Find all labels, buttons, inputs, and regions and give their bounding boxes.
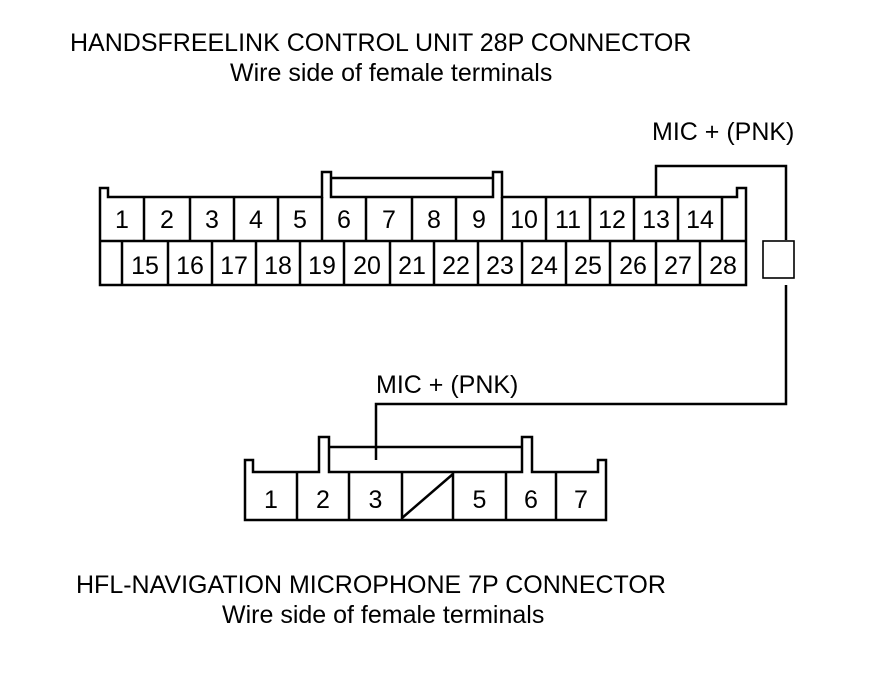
pin-label: 2 [316, 486, 330, 514]
pin-label: 27 [664, 252, 692, 280]
pin-label: 6 [337, 206, 351, 234]
pin-label: 3 [369, 486, 383, 514]
pin-label: 1 [115, 206, 129, 234]
pin-label: 2 [160, 206, 174, 234]
pin-label: 25 [574, 252, 602, 280]
pin-label: 11 [555, 206, 581, 234]
pin-label: 15 [131, 252, 159, 280]
pin-label: 10 [510, 206, 538, 234]
top-connector-title: HANDSFREELINK CONTROL UNIT 28P CONNECTOR [70, 29, 692, 57]
7p-pin-labels: 1 2 3 5 6 7 [264, 486, 588, 514]
pin-label: 26 [619, 252, 647, 280]
7p-dividers [295, 472, 558, 520]
pin-label: 20 [353, 252, 381, 280]
pin-label: 9 [472, 206, 486, 234]
top-connector-subtitle: Wire side of female terminals [230, 59, 553, 87]
pin-label: 5 [473, 486, 487, 514]
pin-label: 4 [249, 206, 263, 234]
pin-label: 8 [427, 206, 441, 234]
pin-label: 23 [486, 252, 514, 280]
pin-label: 12 [598, 206, 626, 234]
bottom-connector-title: HFL-NAVIGATION MICROPHONE 7P CONNECTOR [76, 571, 666, 599]
pin-label: 13 [642, 206, 670, 234]
pin-label: 28 [709, 252, 737, 280]
pin-label: 22 [442, 252, 470, 280]
pin-label: 19 [308, 252, 336, 280]
pin-label: 1 [264, 486, 278, 514]
pin-label: 24 [530, 252, 558, 280]
row1-dividers [142, 197, 724, 241]
pin-label: 3 [205, 206, 219, 234]
bottom-wire-label: MIC + (PNK) [376, 371, 519, 399]
pin-label: 16 [176, 252, 204, 280]
pin-label: 14 [686, 206, 714, 234]
mic-wire [374, 164, 795, 460]
pin-label: 18 [264, 252, 292, 280]
connector-28p [98, 170, 748, 287]
bottom-connector-subtitle: Wire side of female terminals [222, 601, 545, 629]
pin-label: 7 [574, 486, 588, 514]
connector-7p [243, 435, 608, 522]
pin-label: 17 [220, 252, 248, 280]
pin-label: 5 [293, 206, 307, 234]
pin-label: 21 [398, 252, 426, 280]
pin-label: 7 [382, 206, 396, 234]
pin-label: 6 [524, 486, 538, 514]
row2-dividers [120, 241, 702, 285]
row2-pin-labels: 15 16 17 18 19 20 21 22 23 24 25 26 27 28 [131, 252, 737, 280]
top-wire-label: MIC + (PNK) [652, 118, 795, 146]
